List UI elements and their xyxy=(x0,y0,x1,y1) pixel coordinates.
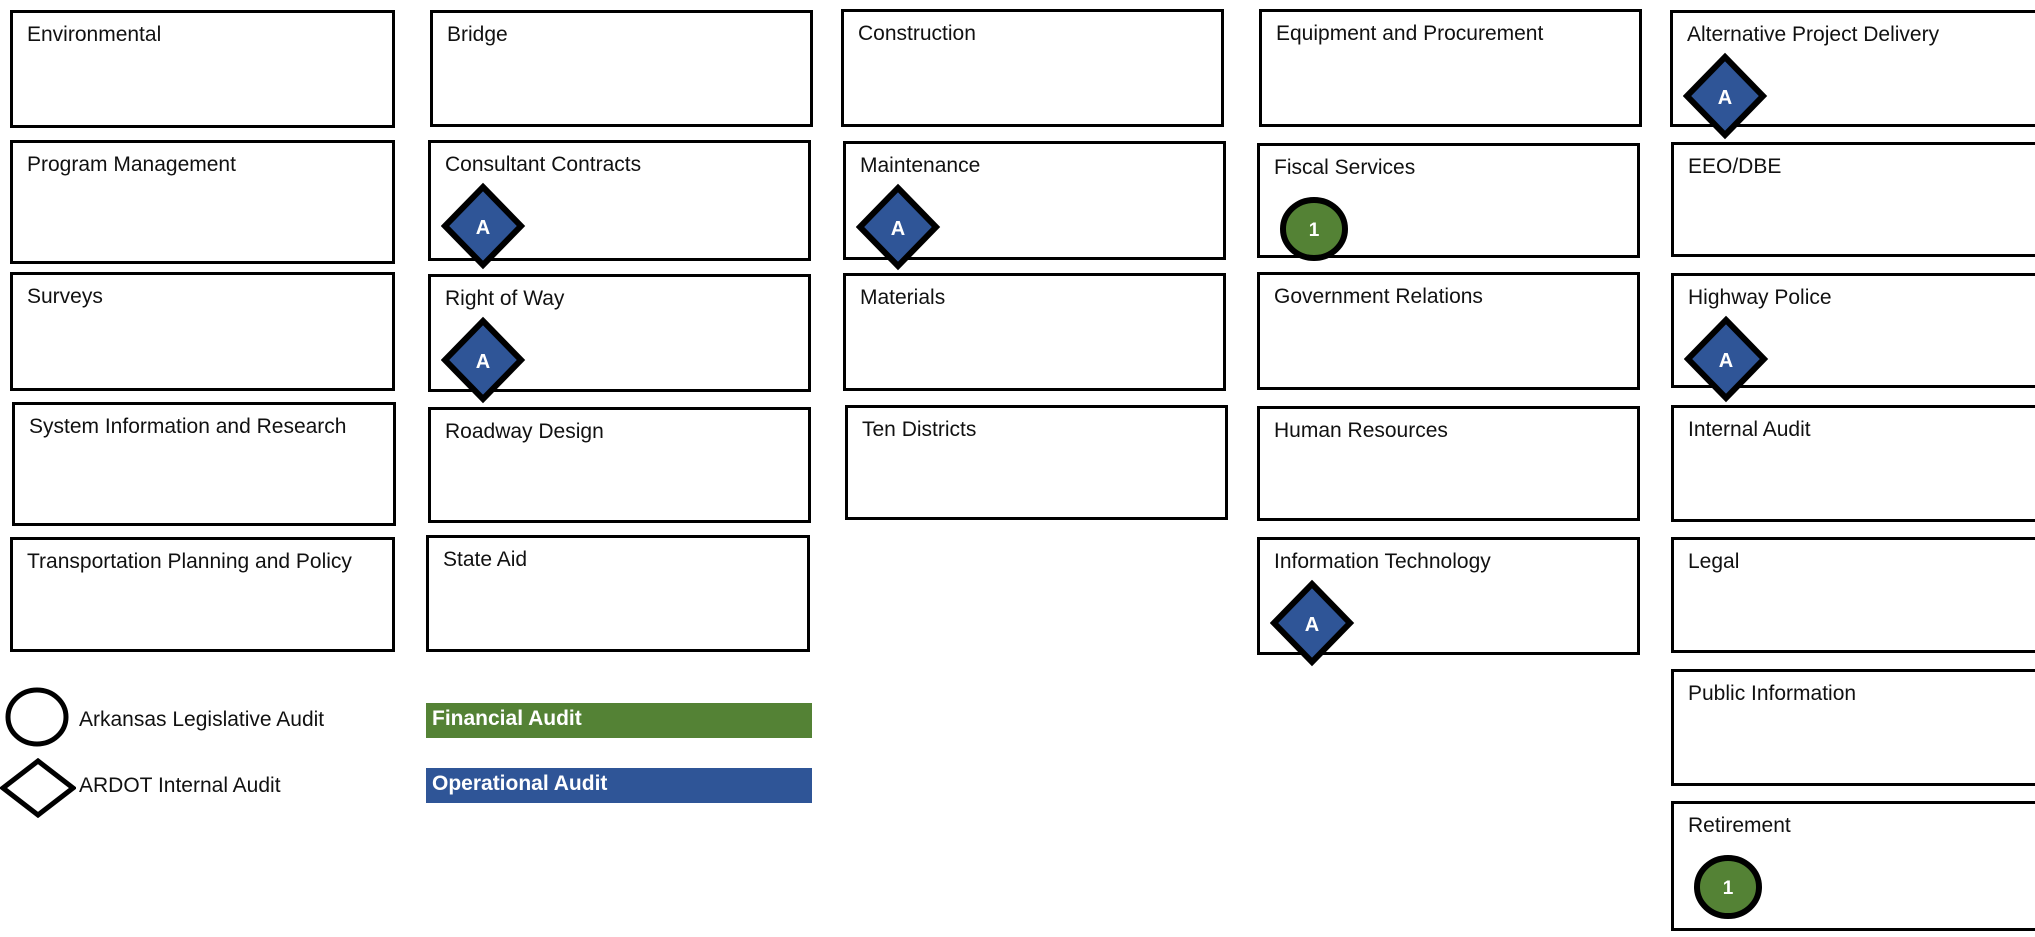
division-label: Information Technology xyxy=(1274,550,1491,573)
division-label: Materials xyxy=(860,286,946,309)
division-box-public-information: Public Information xyxy=(1671,669,2035,786)
division-label: Ten Districts xyxy=(862,418,977,441)
division-box-materials: Materials xyxy=(843,273,1226,391)
division-label: Retirement xyxy=(1688,814,1791,837)
division-label: State Aid xyxy=(443,548,528,571)
internal-audit-diamond-icon: A xyxy=(1682,51,1773,141)
legislative-audit-circle-icon: 1 xyxy=(1684,842,1774,932)
division-box-legal: Legal xyxy=(1671,537,2035,653)
marker-text: A xyxy=(1719,350,1733,372)
division-label: Maintenance xyxy=(860,154,981,177)
legend-diamond-label: ARDOT Internal Audit xyxy=(79,774,281,797)
division-box-bridge: Bridge xyxy=(430,10,813,127)
internal-audit-diamond-icon: A xyxy=(1269,578,1360,668)
division-box-construction: Construction xyxy=(841,9,1224,127)
division-label: System Information and Research xyxy=(29,415,347,438)
division-box-equipment-and-procurement: Equipment and Procurement xyxy=(1259,9,1642,127)
division-label: Human Resources xyxy=(1274,419,1448,442)
division-box-state-aid: State Aid xyxy=(426,535,810,652)
internal-audit-diamond-icon: A xyxy=(440,315,531,405)
marker-text: A xyxy=(1305,614,1319,636)
internal-audit-diamond-icon: A xyxy=(855,182,946,272)
division-box-retirement: Retirement 1 xyxy=(1671,801,2035,931)
division-box-system-information-and-research: System Information and Research xyxy=(12,402,396,526)
division-box-transportation-planning-and-policy: Transportation Planning and Policy xyxy=(10,537,395,652)
division-label: Bridge xyxy=(447,23,508,46)
marker-text: A xyxy=(476,217,490,239)
legislative-audit-circle-icon: 1 xyxy=(1270,184,1360,274)
division-box-internal-audit: Internal Audit xyxy=(1671,405,2035,522)
division-box-ten-districts: Ten Districts xyxy=(845,405,1228,520)
division-box-environmental: Environmental xyxy=(10,10,395,128)
division-label: Roadway Design xyxy=(445,420,604,443)
legend-diamond-icon xyxy=(0,757,78,819)
division-label: Program Management xyxy=(27,153,236,176)
division-box-surveys: Surveys xyxy=(10,272,395,391)
legend-circle-label: Arkansas Legislative Audit xyxy=(79,708,325,731)
division-label: Right of Way xyxy=(445,287,565,310)
marker-text: 1 xyxy=(1309,220,1320,241)
division-label: Consultant Contracts xyxy=(445,153,642,176)
division-box-government-relations: Government Relations xyxy=(1257,272,1640,390)
legend-financial-audit: Financial Audit xyxy=(426,703,812,738)
division-box-human-resources: Human Resources xyxy=(1257,406,1640,521)
marker-text: A xyxy=(891,218,905,240)
division-label: Transportation Planning and Policy xyxy=(27,550,352,573)
legend-operational-audit: Operational Audit xyxy=(426,768,812,803)
internal-audit-diamond-icon: A xyxy=(1683,314,1774,404)
internal-audit-diamond-icon: A xyxy=(440,181,531,271)
division-box-roadway-design: Roadway Design xyxy=(428,407,811,523)
marker-text: A xyxy=(476,351,490,373)
division-box-fiscal-services: Fiscal Services 1 xyxy=(1257,143,1640,261)
division-label: Alternative Project Delivery xyxy=(1687,23,1940,46)
division-label: Fiscal Services xyxy=(1274,156,1416,179)
marker-text: 1 xyxy=(1723,878,1734,899)
division-label: EEO/DBE xyxy=(1688,155,1782,178)
division-label: Environmental xyxy=(27,23,162,46)
division-box-program-management: Program Management xyxy=(10,140,395,264)
division-box-eeo-dbe: EEO/DBE xyxy=(1671,142,2035,257)
division-label: Surveys xyxy=(27,285,103,308)
division-label: Internal Audit xyxy=(1688,418,1811,441)
division-label: Government Relations xyxy=(1274,285,1483,308)
division-label: Construction xyxy=(858,22,976,45)
marker-text: A xyxy=(1718,87,1732,109)
division-label: Legal xyxy=(1688,550,1740,573)
division-label: Highway Police xyxy=(1688,286,1832,309)
division-label: Equipment and Procurement xyxy=(1276,22,1544,45)
division-label: Public Information xyxy=(1688,682,1857,705)
legend-circle-icon xyxy=(4,687,70,747)
